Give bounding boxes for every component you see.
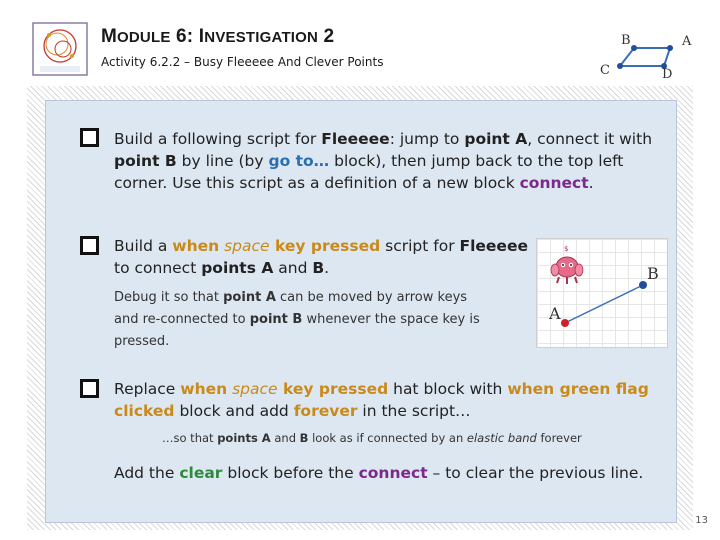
- title-tail: 2: [318, 26, 335, 47]
- task1-checkbox[interactable]: [80, 128, 99, 147]
- stage-point-b: [639, 281, 647, 289]
- page-number: 13: [695, 515, 708, 526]
- corner-label-b: B: [621, 33, 631, 48]
- svg-text:$: $: [564, 245, 568, 253]
- task2-debug-text: Debug it so that point A can be moved by…: [114, 290, 480, 349]
- title-colon: :: [186, 26, 199, 47]
- stage-point-a: [561, 319, 569, 327]
- final-instruction: Add the clear block before the connect –…: [114, 464, 644, 482]
- task2-checkbox[interactable]: [80, 236, 99, 255]
- stage-drawing: $ A B: [548, 245, 659, 327]
- task2-text: Build a when space key pressed script fo…: [114, 237, 528, 277]
- corner-label-a: A: [681, 34, 692, 49]
- connecting-line: [564, 284, 644, 324]
- task3-checkbox[interactable]: [80, 379, 99, 398]
- title-i: I: [198, 26, 205, 47]
- page-title: MODULE 6: INVESTIGATION 2: [101, 26, 334, 48]
- point-d-dot: [661, 63, 667, 69]
- scratch-stage-illustration: $ A B: [536, 238, 668, 348]
- corner-label-d: D: [662, 67, 672, 78]
- point-c-dot: [617, 63, 623, 69]
- parallelogram-diagram: B A C D: [600, 33, 692, 78]
- point-a-dot: [667, 45, 673, 51]
- task3-note: …so that points A and B look as if conne…: [162, 431, 582, 445]
- stage-label-b: B: [647, 264, 659, 283]
- stage-label-a: A: [548, 304, 561, 323]
- fleeeee-sprite-icon: $: [550, 245, 584, 284]
- point-b-dot: [631, 45, 637, 51]
- title-nvestigation: NVESTIGATION: [204, 29, 319, 46]
- task1-text: Build a following script for Fleeeee: ju…: [114, 130, 653, 192]
- title-m: M: [101, 26, 118, 47]
- scratchmaths-logo: [32, 22, 88, 76]
- task3-text: Replace when space key pressed hat block…: [114, 380, 649, 420]
- title-num: 6: [170, 26, 187, 47]
- title-odule: ODULE: [117, 29, 171, 46]
- corner-label-c: C: [600, 63, 610, 78]
- activity-subtitle: Activity 6.2.2 – Busy Fleeeee And Clever…: [101, 55, 384, 69]
